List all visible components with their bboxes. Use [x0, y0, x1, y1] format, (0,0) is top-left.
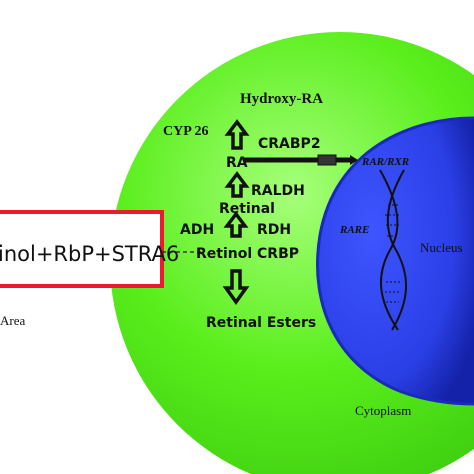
label-nucleus: Nucleus: [420, 240, 463, 255]
label-ra: RA: [226, 155, 248, 171]
dna-helix-icon: [379, 169, 407, 331]
label-retinal: Retinal: [219, 201, 275, 217]
connector-pin-icon: [244, 154, 358, 166]
label-rar-rxr: RAR/RXR: [361, 156, 409, 168]
label-rare: RARE: [339, 224, 369, 236]
label-cyp26: CYP 26: [163, 124, 209, 139]
label-area: Area: [0, 313, 25, 328]
label-crabp2: CRABP2: [258, 136, 321, 152]
receptor-box: [0, 210, 164, 288]
label-retinol-crbp: Retinol CRBP: [196, 246, 299, 262]
box-text: inol+RbP+STRA6: [0, 242, 179, 266]
nucleus: [316, 116, 474, 406]
up-arrow-icon: [223, 211, 249, 238]
label-hydroxy-ra: Hydroxy-RA: [240, 91, 323, 107]
label-cytoplasm: Cytoplasm: [355, 403, 411, 418]
up-arrow-icon: [224, 171, 250, 198]
up-arrow-icon: [224, 119, 250, 150]
label-raldh: RALDH: [251, 183, 305, 199]
down-arrow-icon: [222, 269, 250, 306]
label-adh: ADH: [180, 222, 214, 238]
label-rdh: RDH: [257, 222, 291, 238]
label-retinal-esters: Retinal Esters: [206, 315, 316, 331]
